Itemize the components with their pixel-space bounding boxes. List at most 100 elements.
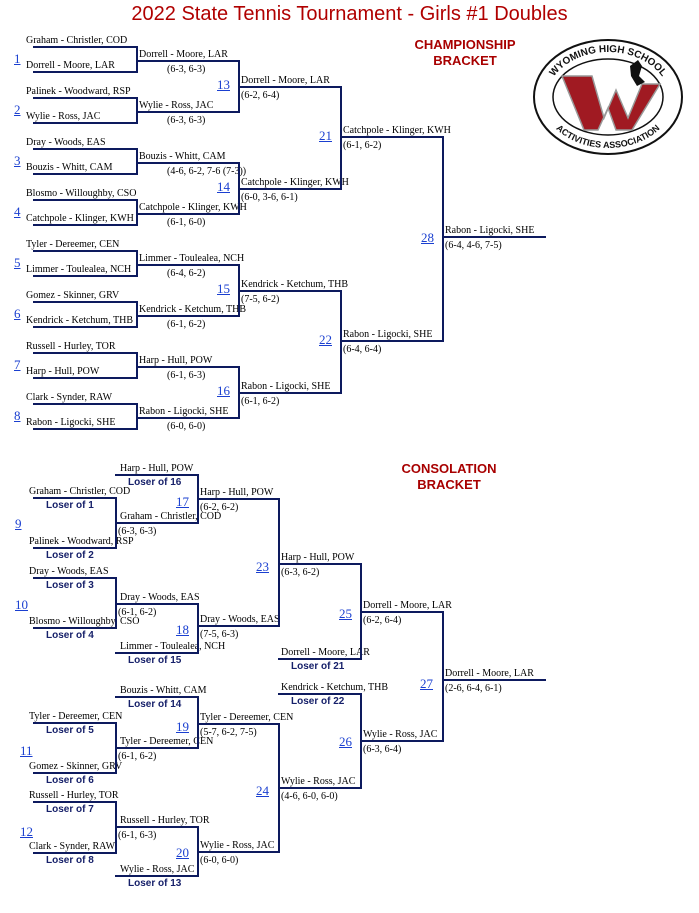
bracket-line — [33, 547, 117, 549]
team-name: Limmer - Toulealea, NCH — [120, 641, 226, 652]
bracket-line — [136, 60, 240, 62]
team-name: Wylie - Ross, JAC — [200, 840, 275, 851]
match-score: (7-5, 6-2) — [241, 294, 280, 305]
match-score: (6-1, 6-2) — [118, 751, 157, 762]
bracket-line — [115, 652, 199, 654]
team-name: Wylie - Ross, JAC — [139, 100, 214, 111]
team-name: Limmer - Toulealea, NCH — [26, 264, 132, 275]
bracket-line — [33, 722, 117, 724]
team-name: Gomez - Skinner, GRV — [29, 761, 123, 772]
bracket-connector — [136, 301, 138, 328]
team-name: Graham - Christler, COD — [26, 35, 128, 46]
bracket-line — [278, 787, 362, 789]
match-number-link[interactable]: 16 — [217, 383, 230, 398]
team-name: Dorrell - Moore, LAR — [139, 49, 228, 60]
match-score: (6-1, 6-2) — [241, 396, 280, 407]
bracket-line — [136, 111, 240, 113]
match-number-link[interactable]: 22 — [319, 332, 332, 347]
team-name: Tyler - Dereemer, CEN — [200, 712, 294, 723]
bracket-line — [442, 679, 546, 681]
team-name: Kendrick - Ketchum, THB — [241, 279, 349, 290]
match-number-link[interactable]: 28 — [421, 230, 434, 245]
bracket-connector — [115, 577, 117, 629]
team-name: Blosmo - Willoughby, CSO — [26, 188, 137, 199]
page-title: 2022 State Tennis Tournament - Girls #1 … — [131, 3, 568, 25]
match-number-link[interactable]: 8 — [14, 408, 21, 423]
team-name: Rabon - Ligocki, SHE — [241, 381, 331, 392]
match-number-link[interactable]: 27 — [420, 676, 433, 691]
team-name: Tyler - Dereemer, CEN — [120, 736, 214, 747]
consolation-header-line2: BRACKET — [417, 477, 481, 492]
match-number-link[interactable]: 2 — [14, 102, 21, 117]
match-number-link[interactable]: 12 — [20, 824, 33, 839]
match-score: (6-1, 6-0) — [167, 217, 206, 228]
loser-label: Loser of 14 — [128, 699, 182, 710]
match-score: (6-3, 6-4) — [363, 744, 402, 755]
team-name: Russell - Hurley, TOR — [26, 341, 116, 352]
bracket-line — [33, 224, 138, 226]
bracket-line — [136, 366, 240, 368]
match-number-link[interactable]: 6 — [14, 306, 21, 321]
match-score: (5-7, 6-2, 7-5) — [200, 727, 257, 738]
match-number-link[interactable]: 5 — [14, 255, 21, 270]
bracket-line — [136, 417, 240, 419]
match-number-link[interactable]: 13 — [217, 77, 230, 92]
match-number-link[interactable]: 21 — [319, 128, 332, 143]
match-score: (6-3, 6-2) — [281, 567, 320, 578]
bracket-connector — [360, 693, 362, 789]
team-name: Catchpole - Klinger, KWH — [26, 213, 134, 224]
match-number-link[interactable]: 9 — [15, 516, 22, 531]
bracket-line — [33, 301, 138, 303]
bracket-line — [340, 340, 444, 342]
team-name: Catchpole - Klinger, KWH — [139, 202, 247, 213]
match-number-link[interactable]: 24 — [256, 783, 269, 798]
match-score: (6-1, 6-2) — [118, 607, 157, 618]
bracket-line — [33, 627, 117, 629]
match-number-link[interactable]: 4 — [14, 204, 21, 219]
bracket-line — [197, 498, 280, 500]
championship-header: CHAMPIONSHIP BRACKET — [395, 37, 535, 69]
match-number-link[interactable]: 1 — [14, 51, 21, 66]
bracket-line — [33, 852, 117, 854]
match-number-link[interactable]: 23 — [256, 559, 269, 574]
team-name: Harp - Hull, POW — [139, 355, 213, 366]
match-score: (4-6, 6-2, 7-6 (7-3)) — [167, 166, 247, 177]
match-number-link[interactable]: 20 — [176, 845, 189, 860]
loser-label: Loser of 7 — [46, 804, 94, 815]
match-number-link[interactable]: 25 — [339, 606, 352, 621]
match-number-link[interactable]: 7 — [14, 357, 21, 372]
team-name: Limmer - Toulealea, NCH — [139, 253, 245, 264]
bracket-line — [33, 97, 138, 99]
match-number-link[interactable]: 11 — [20, 743, 33, 758]
bracket-connector — [442, 611, 444, 742]
bracket-line — [33, 772, 117, 774]
team-name: Kendrick - Ketchum, THB — [26, 315, 134, 326]
bracket-connector — [278, 498, 280, 627]
match-number-link[interactable]: 18 — [176, 622, 189, 637]
bracket-line — [340, 136, 444, 138]
match-number-link[interactable]: 19 — [176, 719, 189, 734]
match-number-link[interactable]: 26 — [339, 734, 352, 749]
bracket-line — [360, 740, 444, 742]
team-name: Wylie - Ross, JAC — [120, 864, 195, 875]
bracket-line — [33, 250, 138, 252]
bracket-line — [278, 563, 362, 565]
match-number-link[interactable]: 15 — [217, 281, 230, 296]
match-number-link[interactable]: 10 — [15, 597, 28, 612]
team-name: Harp - Hull, POW — [281, 552, 355, 563]
team-name: Wylie - Ross, JAC — [281, 776, 356, 787]
team-name: Dorrell - Moore, LAR — [241, 75, 330, 86]
match-number-link[interactable]: 3 — [14, 153, 21, 168]
bracket-line — [115, 875, 199, 877]
match-number-link[interactable]: 17 — [176, 494, 189, 509]
whsaa-logo: WYOMING HIGH SCHOOL ACTIVITIES ASSOCIATI… — [533, 39, 683, 155]
bracket-line — [33, 199, 138, 201]
match-score: (6-3, 6-3) — [167, 64, 206, 75]
bracket-line — [115, 696, 199, 698]
match-score: (6-4, 6-2) — [167, 268, 206, 279]
match-score: (2-6, 6-4, 6-1) — [445, 683, 502, 694]
bracket-connector — [136, 199, 138, 226]
match-number-link[interactable]: 14 — [217, 179, 230, 194]
team-name: Palinek - Woodward, RSP — [26, 86, 131, 97]
bracket-connector — [136, 403, 138, 430]
